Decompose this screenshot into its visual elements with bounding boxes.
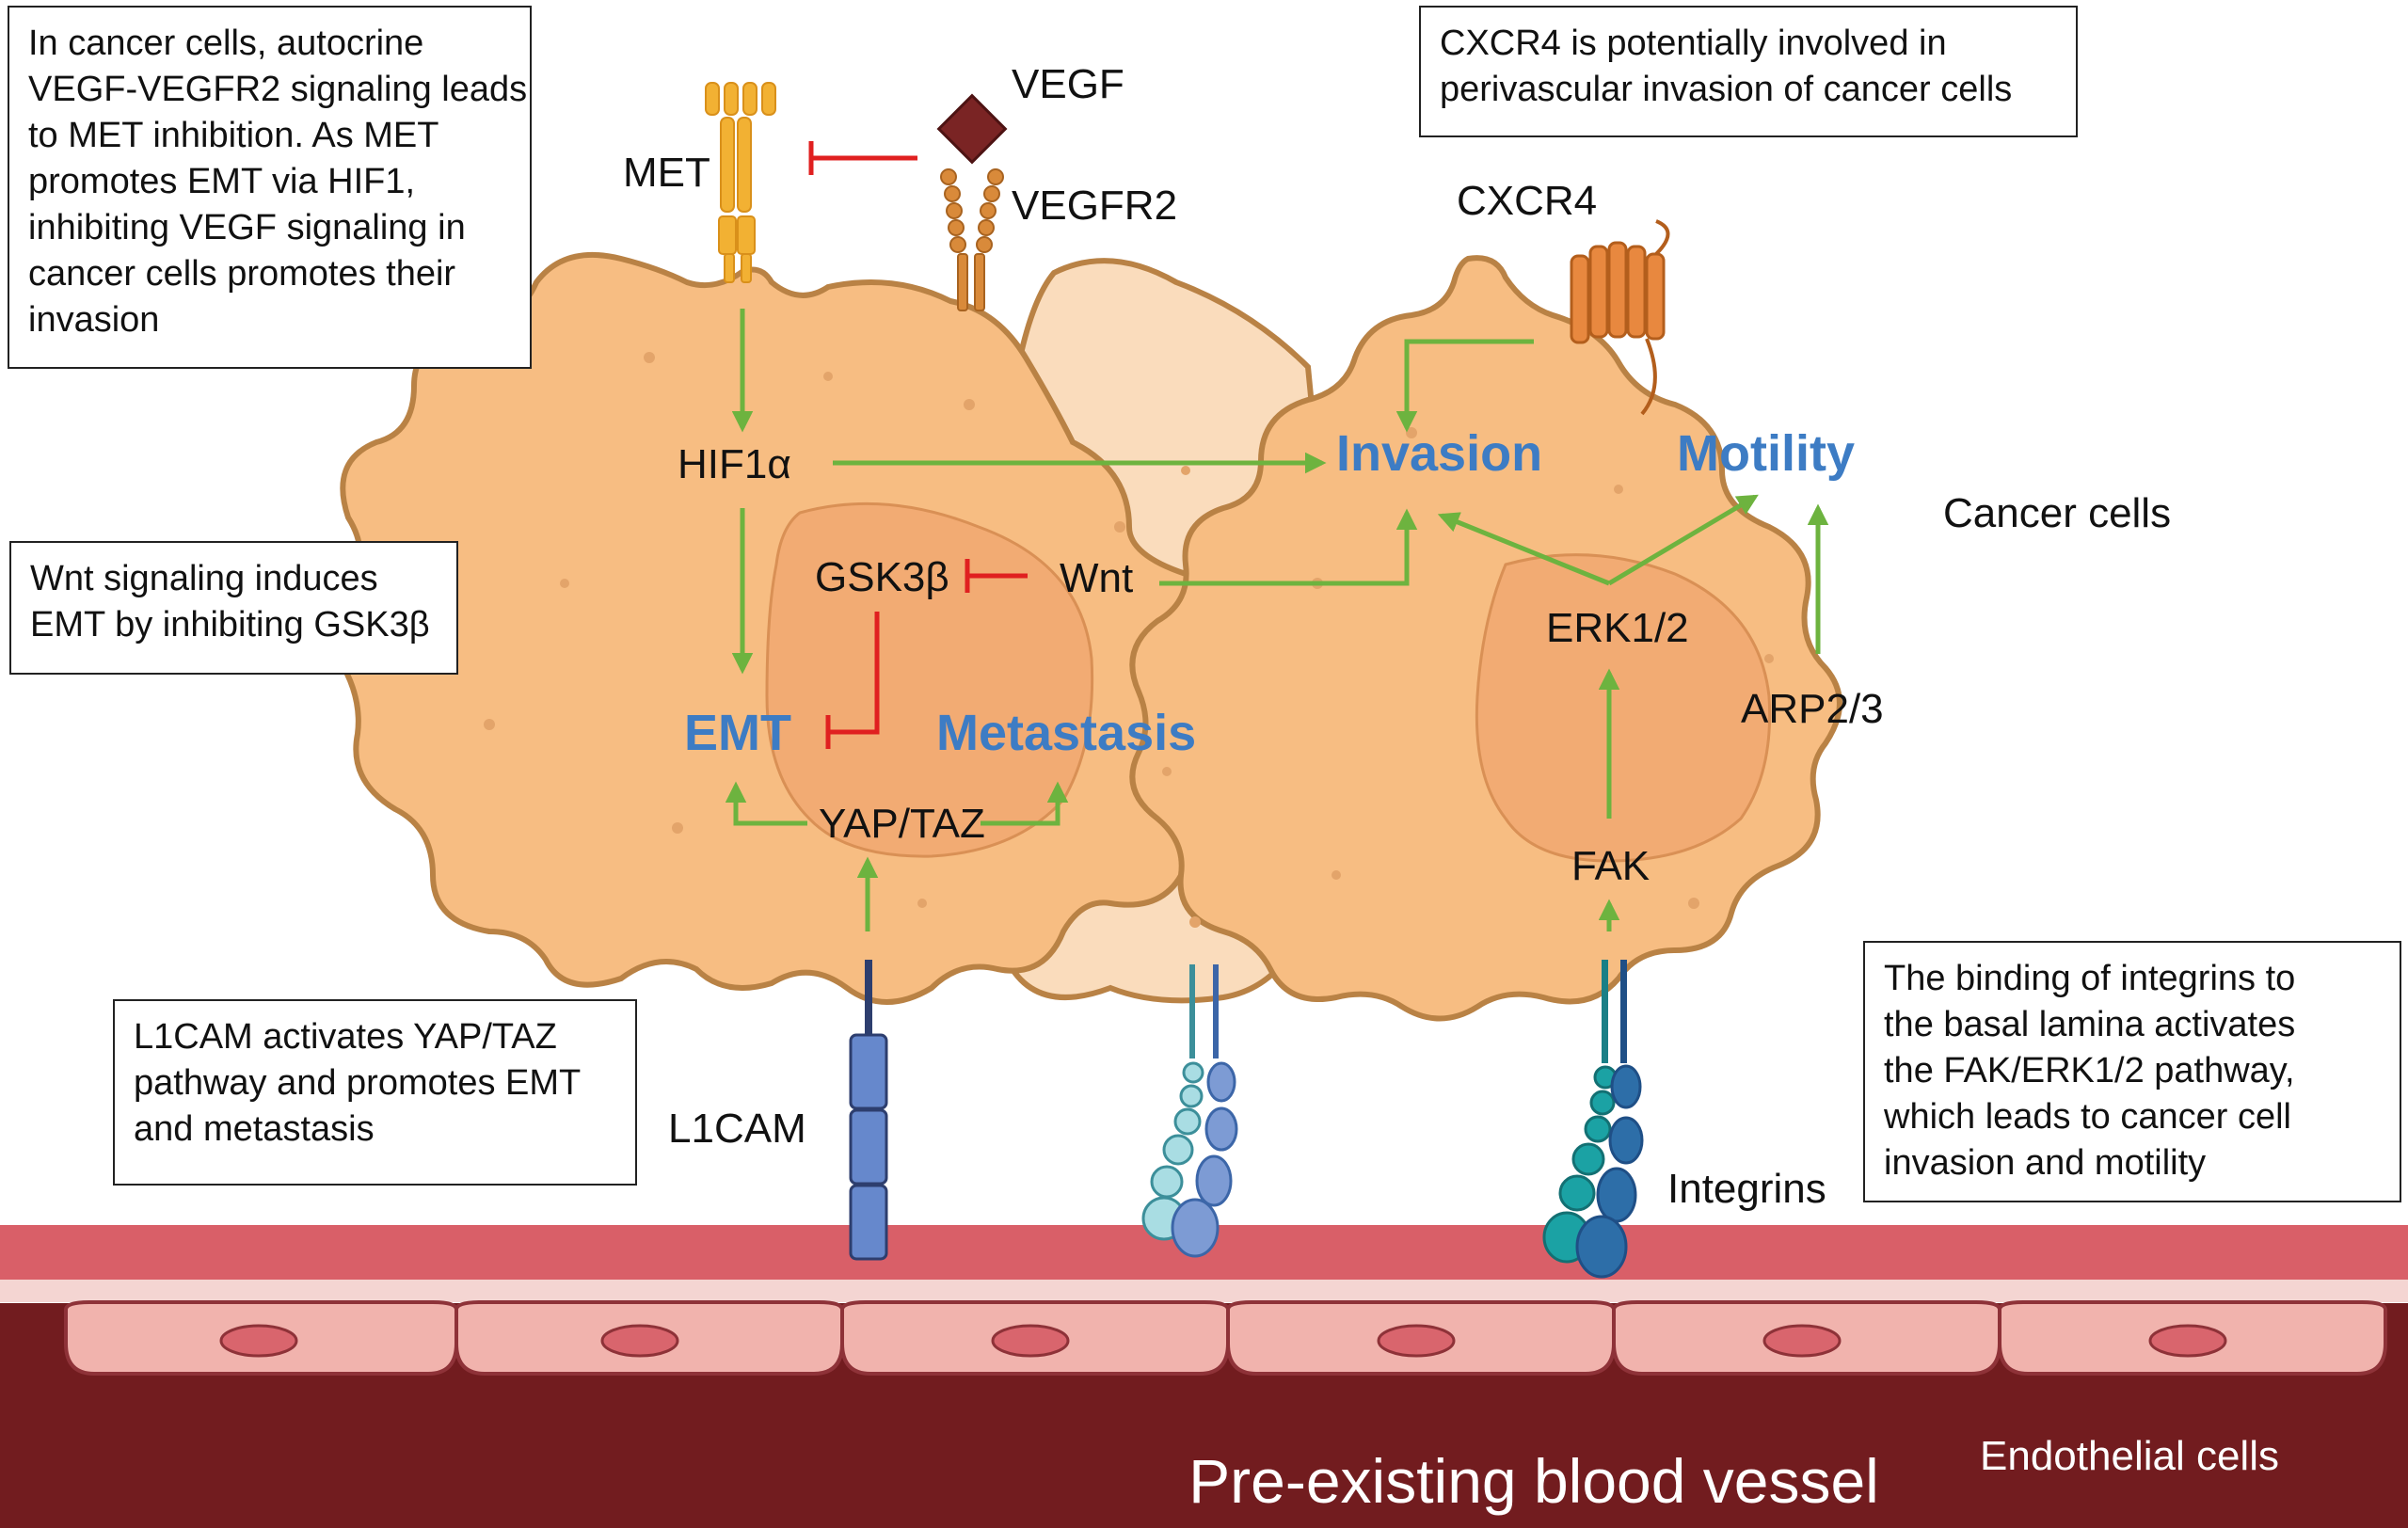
- yap-taz-label: YAP/TAZ: [819, 801, 985, 847]
- arp-label: ARP2/3: [1741, 686, 1884, 732]
- l1cam-label: L1CAM: [668, 1106, 806, 1152]
- arrow-yap-emt: [725, 781, 807, 826]
- arrow-erk-motility: [1607, 494, 1759, 586]
- invasion-process: Invasion: [1336, 425, 1542, 482]
- note-l1cam: L1CAM activates YAP/TAZ pathway and prom…: [113, 999, 637, 1186]
- right-nucleus: [1475, 553, 1772, 863]
- vegfr2-label: VEGFR2: [1012, 183, 1177, 229]
- right-cancer-cell: [1129, 255, 1842, 1022]
- inhibition-arrows: [808, 141, 1028, 749]
- activation-arrows: [725, 309, 1829, 931]
- vegfr2-receptor-icon: [940, 168, 1004, 311]
- endothelial-cells-label: Endothelial cells: [1980, 1433, 2279, 1479]
- arrow-yap-metastasis: [981, 781, 1069, 826]
- metastasis-process: Metastasis: [936, 705, 1196, 761]
- cxcr4-receptor-icon: [1570, 219, 1670, 416]
- l1cam-receptor-icon: [849, 960, 888, 1261]
- integrin-dark-icon: [1542, 960, 1644, 1279]
- arrow-cxcr4-invasion: [1395, 339, 1534, 433]
- note-cxcr4: CXCR4 is potentially involved in perivas…: [1419, 6, 2078, 137]
- hif1a-label: HIF1α: [678, 441, 791, 487]
- note-integrins: The binding of integrins to the basal la…: [1863, 941, 2401, 1202]
- fak-label: FAK: [1571, 843, 1650, 889]
- arrow-wnt-invasion: [1159, 508, 1418, 586]
- vegf-ligand-icon: [936, 93, 1008, 165]
- arrow-erk-invasion: [1437, 512, 1610, 586]
- erk-label: ERK1/2: [1546, 605, 1689, 651]
- cytoplasm-speckles: [484, 352, 1774, 928]
- left-nucleus: [765, 501, 1094, 858]
- integrins-label: Integrins: [1667, 1166, 1826, 1212]
- integrin-light-icon: [1141, 964, 1238, 1258]
- cxcr4-label: CXCR4: [1457, 178, 1597, 224]
- met-label: MET: [623, 150, 710, 196]
- emt-process: EMT: [684, 705, 791, 761]
- blood-vessel: Pre-existing blood vessel Endothelial ce…: [0, 1225, 2408, 1528]
- blood-vessel-label: Pre-existing blood vessel: [1188, 1446, 1879, 1516]
- met-receptor-icon: [705, 82, 776, 283]
- left-cancer-cell: [324, 251, 1243, 1005]
- note-wnt: Wnt signaling induces EMT by inhibiting …: [9, 541, 458, 675]
- gsk3b-label: GSK3β: [815, 554, 949, 600]
- motility-process: Motility: [1677, 425, 1855, 482]
- vegf-label: VEGF: [1012, 61, 1124, 107]
- wnt-label: Wnt: [1060, 555, 1133, 601]
- note-met-vegf: In cancer cells, autocrine VEGF-VEGFR2 s…: [8, 6, 532, 369]
- endothelial-cells: [64, 1300, 2387, 1376]
- cancer-cells-label: Cancer cells: [1943, 490, 2171, 536]
